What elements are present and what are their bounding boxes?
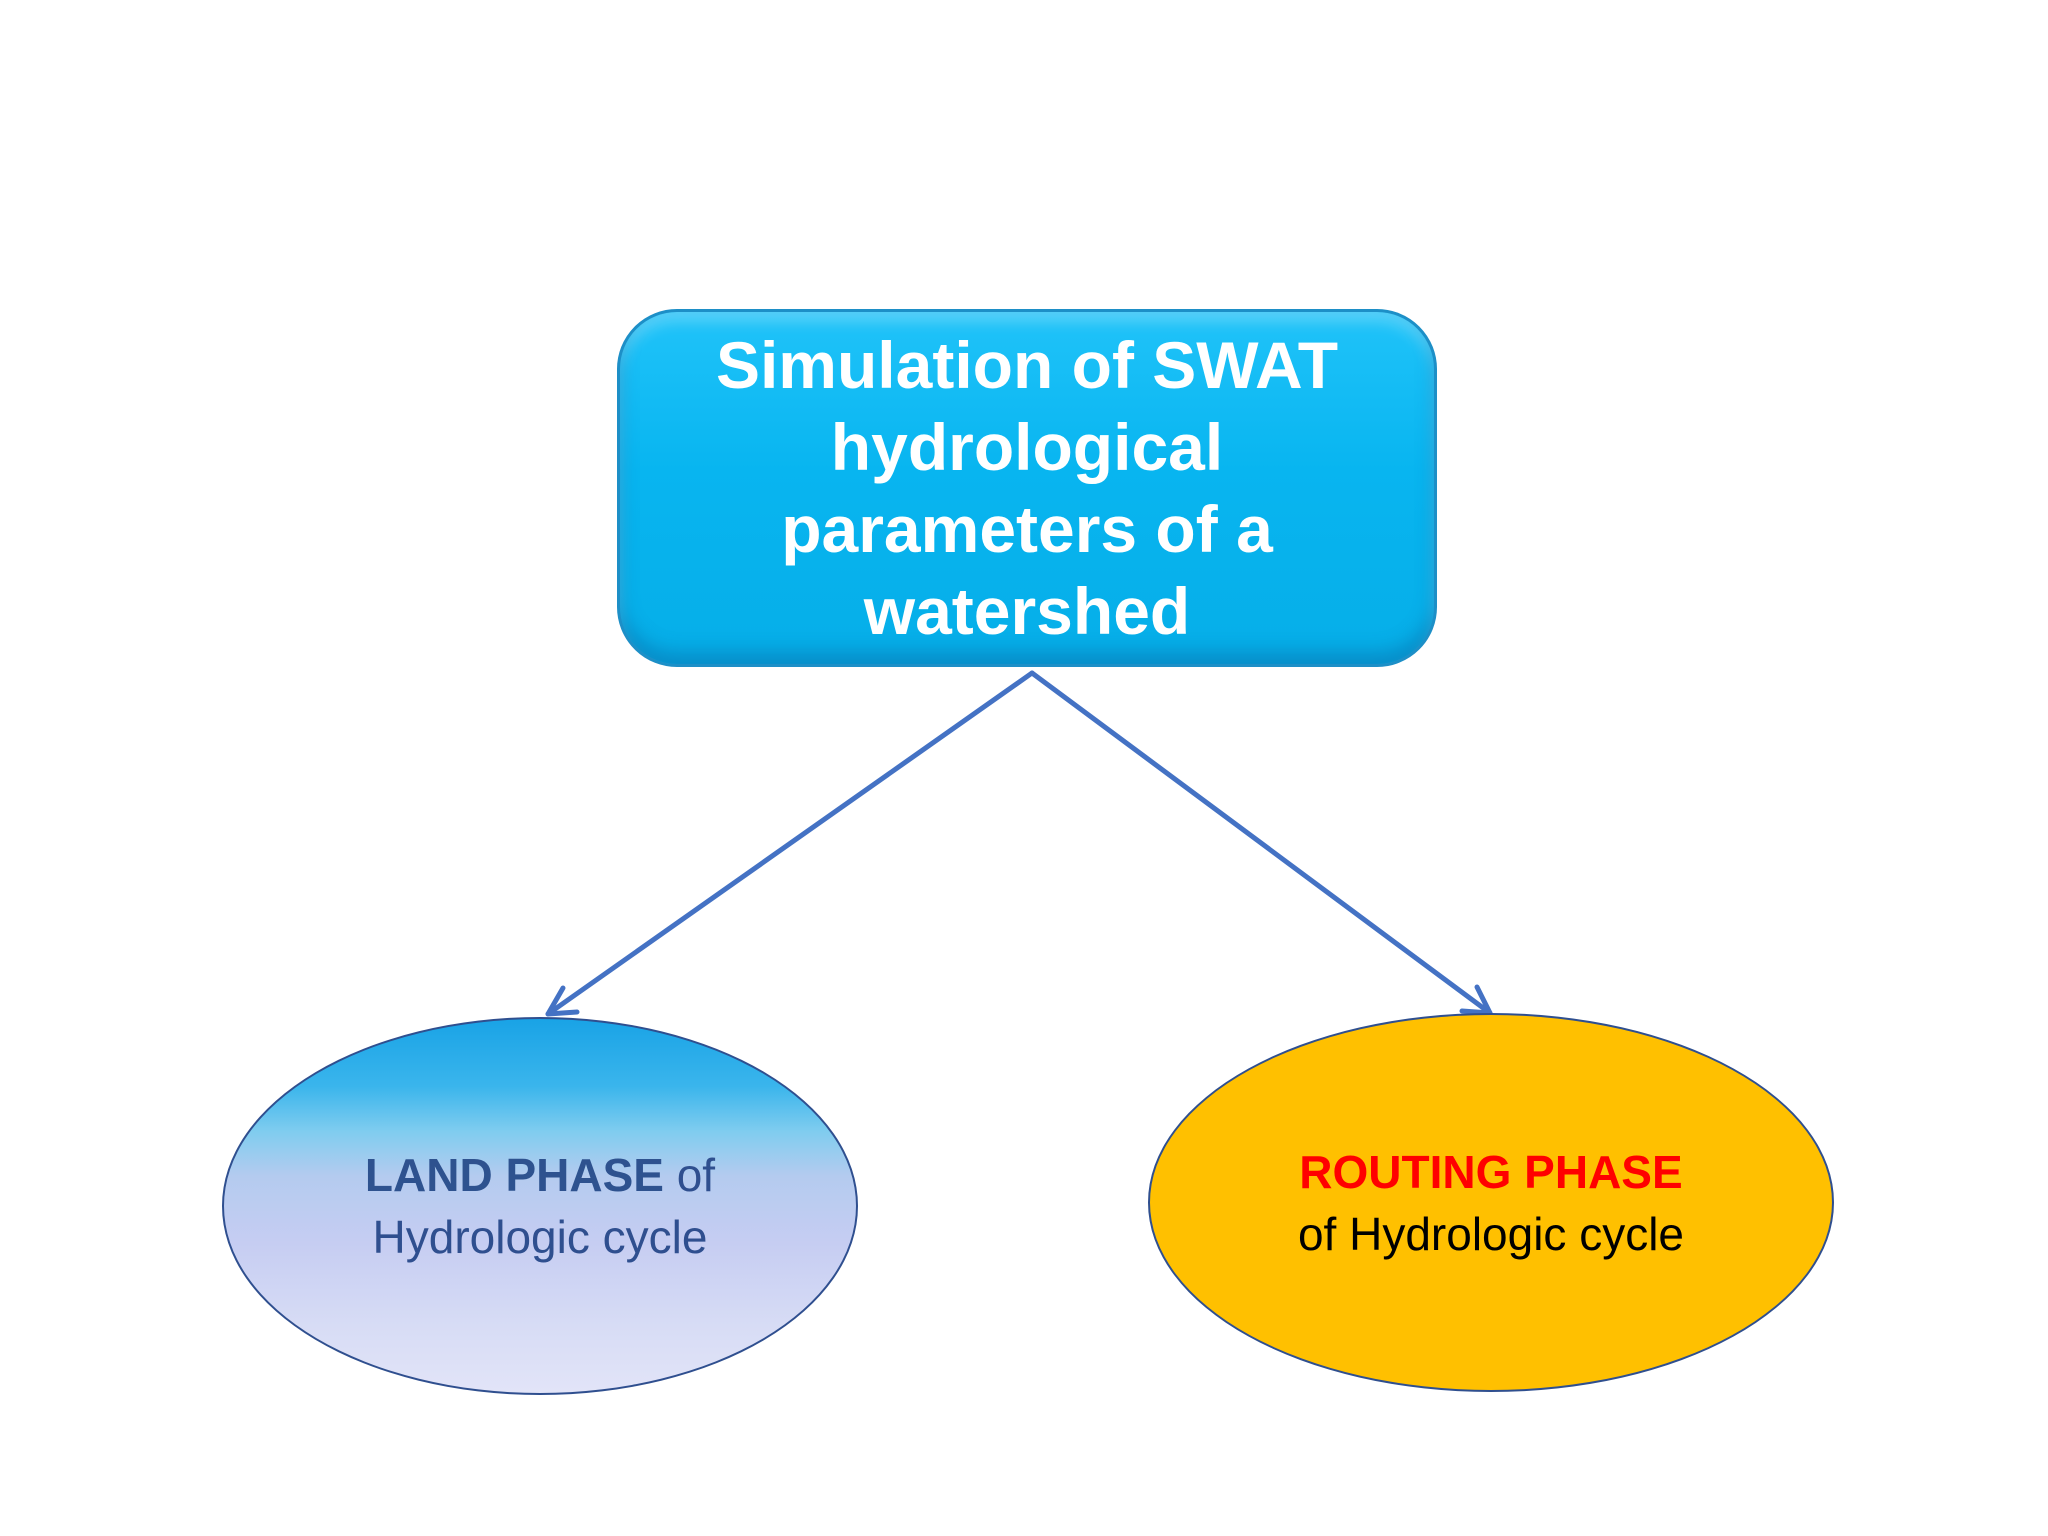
simulation-title: Simulation of SWAT hydrological paramete… xyxy=(715,328,1339,648)
routing-phase-label: ROUTING PHASE of Hydrologic cycle xyxy=(1298,1141,1684,1265)
arrowhead-land-phase xyxy=(545,985,580,1017)
simulation-box: Simulation of SWAT hydrological paramete… xyxy=(617,309,1437,667)
land-phase-line2: Hydrologic cycle xyxy=(372,1211,708,1263)
arrow-to-routing-phase xyxy=(1029,670,1493,1016)
land-phase-line1: LAND PHASE of xyxy=(365,1144,715,1206)
arrow-to-land-phase xyxy=(545,670,1035,1017)
land-phase-label: LAND PHASE of Hydrologic cycle xyxy=(365,1144,715,1268)
land-phase-of: of xyxy=(663,1149,716,1201)
routing-phase-node: ROUTING PHASE of Hydrologic cycle xyxy=(1148,1013,1834,1392)
land-phase-bold: LAND PHASE xyxy=(364,1149,664,1201)
land-phase-node: LAND PHASE of Hydrologic cycle xyxy=(222,1017,858,1395)
routing-phase-line2: of Hydrologic cycle xyxy=(1297,1207,1685,1260)
routing-phase-bold: ROUTING PHASE xyxy=(1299,1145,1683,1198)
